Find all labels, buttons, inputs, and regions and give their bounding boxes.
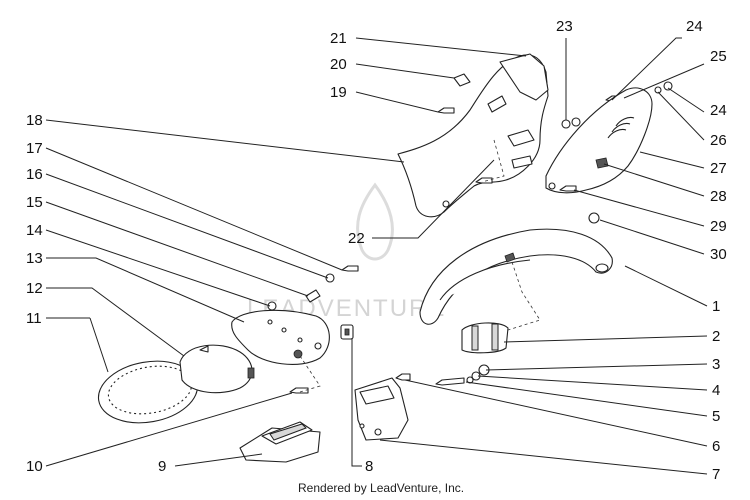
headlight-reflector-part[interactable] xyxy=(179,344,255,394)
clip-part-20[interactable] xyxy=(453,73,471,87)
decal-part[interactable] xyxy=(239,421,321,463)
callout-17: 17 xyxy=(26,140,43,157)
bushing-part-15[interactable] xyxy=(305,289,321,303)
clip-part-28[interactable] xyxy=(595,157,609,169)
callout-14: 14 xyxy=(26,222,43,239)
callout-21: 21 xyxy=(330,30,347,47)
nut-part-23[interactable] xyxy=(561,117,581,129)
fender-clamp-part[interactable] xyxy=(461,322,509,354)
front-shield-part[interactable] xyxy=(397,53,549,218)
credit-text: Rendered by LeadVenture, Inc. xyxy=(298,481,464,495)
callout-20: 20 xyxy=(330,56,347,73)
callout-10: 10 xyxy=(26,458,43,475)
leader-lines xyxy=(45,37,708,475)
callout-11: 11 xyxy=(26,310,42,327)
front-fender-part[interactable] xyxy=(419,228,613,325)
callout-22: 22 xyxy=(348,230,365,247)
screw-part-22[interactable] xyxy=(475,177,493,184)
callout-7: 7 xyxy=(712,466,720,483)
headlight-housing-part[interactable] xyxy=(231,309,330,365)
bolt-part-5[interactable] xyxy=(435,377,465,386)
callout-16: 16 xyxy=(26,166,43,183)
callout-labels: 1 2 3 4 5 6 7 8 9 10 11 12 13 14 15 16 1… xyxy=(26,18,727,483)
callout-26: 26 xyxy=(710,132,727,149)
horn-cover-part[interactable] xyxy=(545,87,653,194)
screw-part-29[interactable] xyxy=(559,185,577,192)
bolt-part-6[interactable] xyxy=(395,373,411,381)
nut-washer-part[interactable] xyxy=(466,364,490,384)
callout-2: 2 xyxy=(712,328,720,345)
callout-24-lower: 24 xyxy=(710,102,727,119)
callout-28: 28 xyxy=(710,188,727,205)
headlight-lens-part[interactable] xyxy=(94,354,203,430)
callout-25: 25 xyxy=(710,48,727,65)
callout-6: 6 xyxy=(712,438,720,455)
nut-part-24[interactable] xyxy=(663,81,673,91)
callout-4: 4 xyxy=(712,382,720,399)
assembly-lines xyxy=(299,139,541,393)
lower-bracket-part[interactable] xyxy=(354,377,409,441)
callout-12: 12 xyxy=(26,280,43,297)
clip-part[interactable] xyxy=(340,324,354,340)
washer-part-26[interactable] xyxy=(654,86,662,94)
screw-part-17[interactable] xyxy=(341,265,359,272)
screw-part-10[interactable] xyxy=(289,387,309,394)
watermark-flame-icon xyxy=(356,182,394,261)
nut-part-14[interactable] xyxy=(267,301,277,311)
callout-3: 3 xyxy=(712,356,720,373)
callout-8: 8 xyxy=(365,458,373,475)
callout-19: 19 xyxy=(330,84,347,101)
nut-part-16[interactable] xyxy=(325,273,335,283)
callout-27: 27 xyxy=(710,160,727,177)
nut-part-30[interactable] xyxy=(588,212,600,224)
callout-15: 15 xyxy=(26,194,43,211)
callout-23: 23 xyxy=(556,18,573,35)
callout-30: 30 xyxy=(710,246,727,263)
callout-5: 5 xyxy=(712,408,720,425)
callout-9: 9 xyxy=(158,458,166,475)
callout-13: 13 xyxy=(26,250,43,267)
callout-1: 1 xyxy=(712,298,720,315)
callout-24-top: 24 xyxy=(686,18,703,35)
screw-part-19[interactable] xyxy=(437,107,455,114)
callout-18: 18 xyxy=(26,112,43,129)
callout-29: 29 xyxy=(710,218,727,235)
